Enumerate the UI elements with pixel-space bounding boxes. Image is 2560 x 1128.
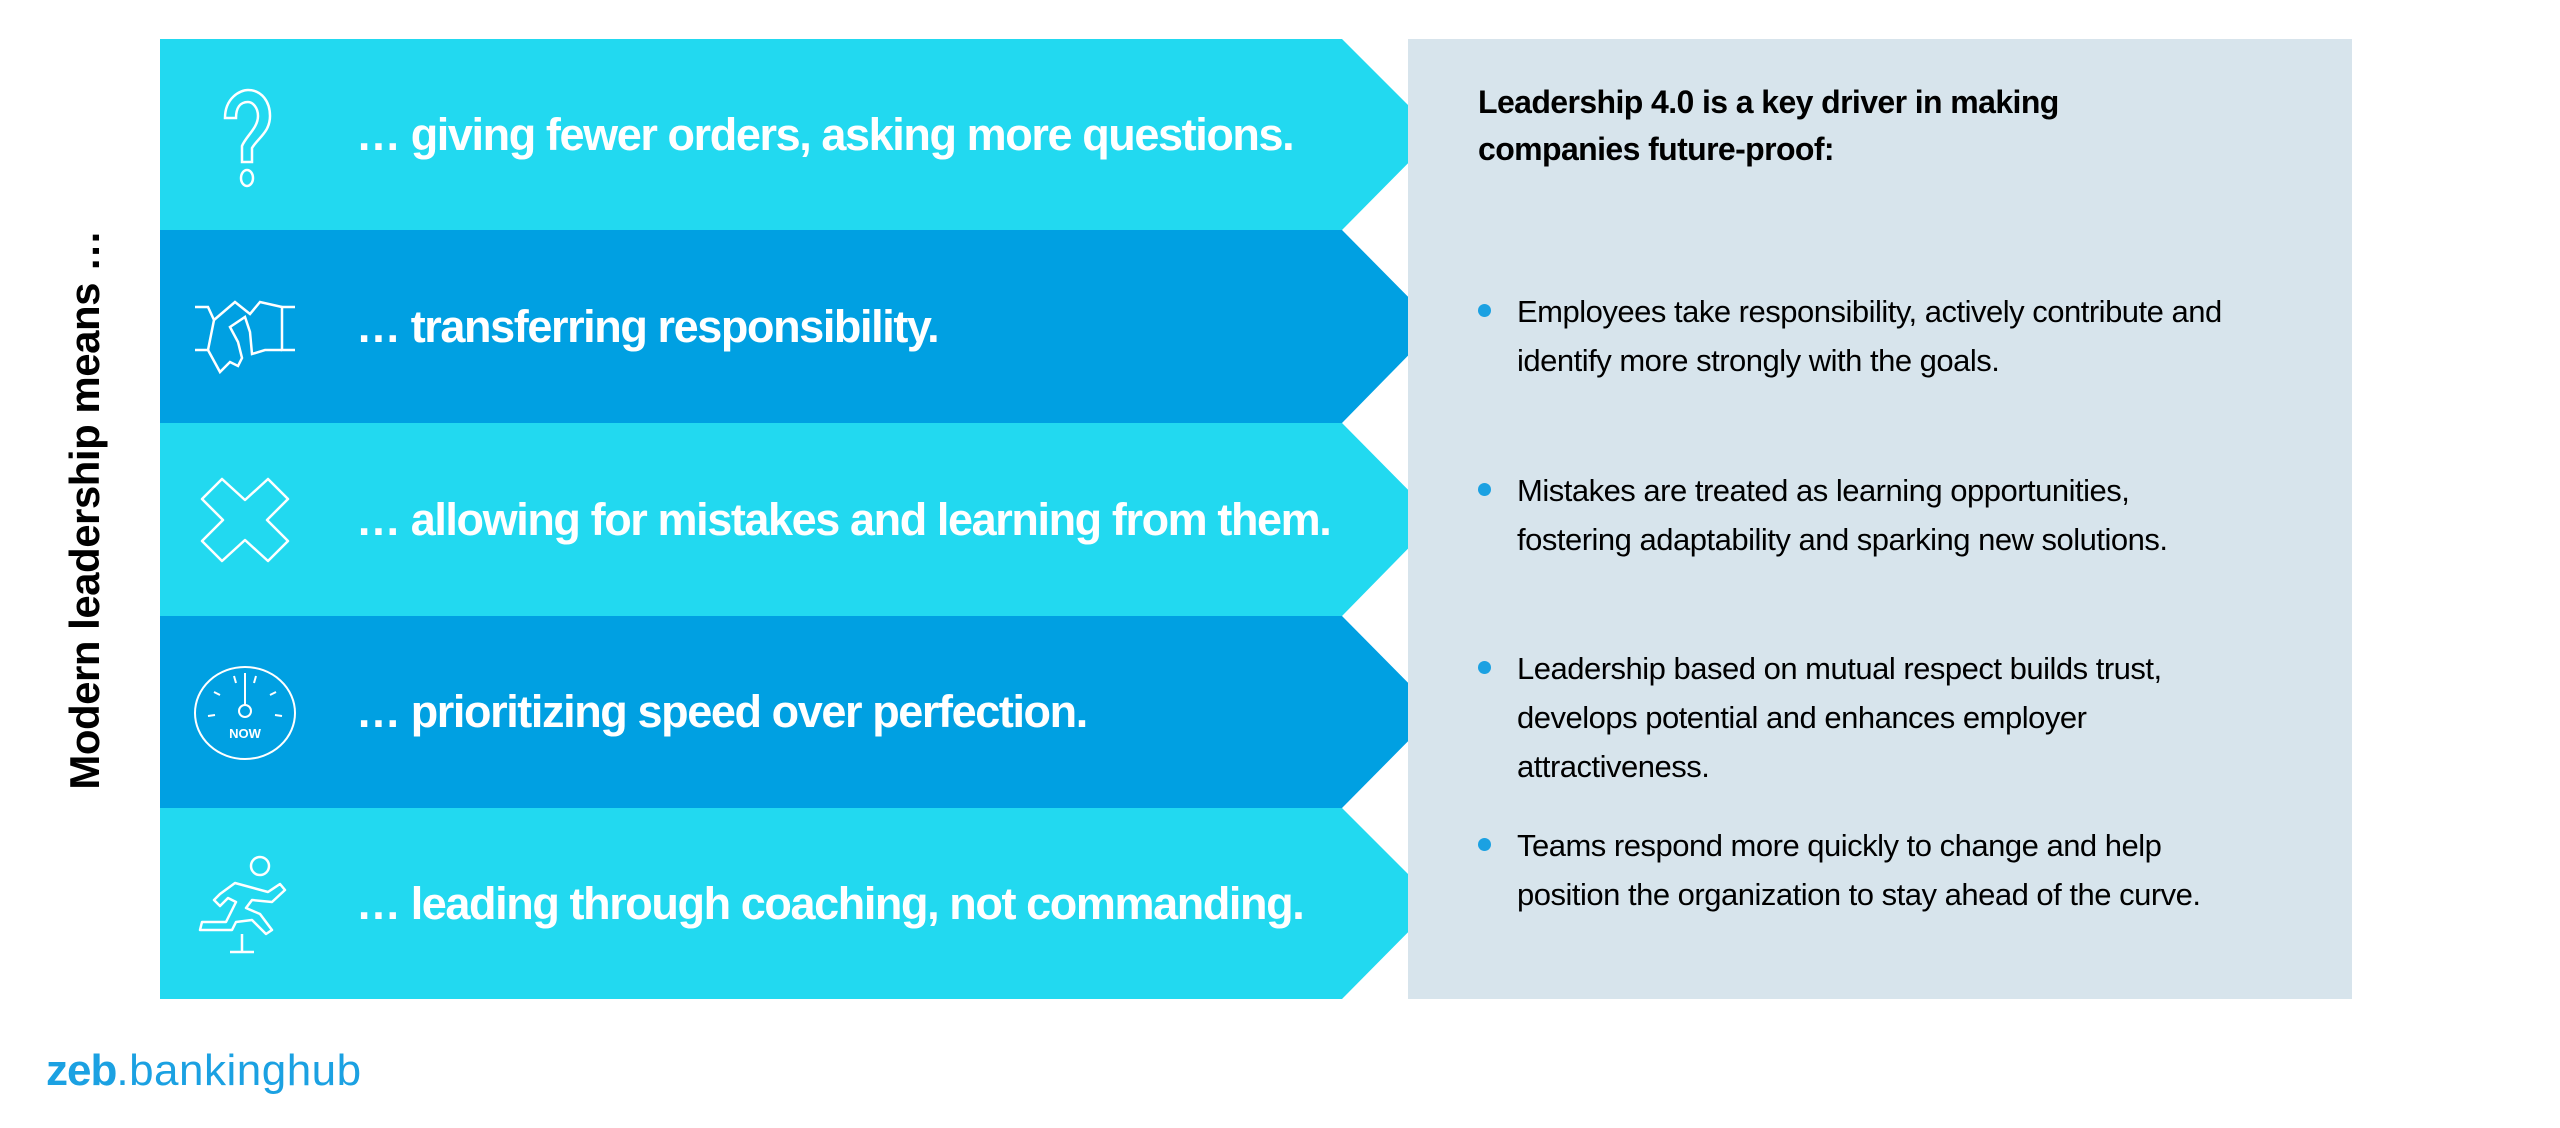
bullet-text: Mistakes are treated as learning opportu…: [1517, 473, 2168, 557]
benefits-panel: Leadership 4.0 is a key driver in making…: [1408, 39, 2352, 999]
bullet-item: Employees take responsibility, actively …: [1478, 287, 2268, 385]
bullet-text: Teams respond more quickly to change and…: [1517, 828, 2201, 912]
band-4: [160, 616, 1437, 808]
bullet-item: Leadership based on mutual respect build…: [1478, 644, 2268, 791]
svg-text:NOW: NOW: [229, 726, 262, 741]
band-3: [160, 423, 1437, 616]
x-cross-icon: [200, 477, 290, 563]
bullet-text: Employees take responsibility, actively …: [1517, 294, 2222, 378]
item-4-text: … prioritizing speed over perfection.: [356, 686, 1088, 737]
zeb-bankinghub-logo: zeb.bankinghub: [46, 1046, 362, 1096]
logo-product: .bankinghub: [116, 1046, 362, 1095]
item-5-text: … leading through coaching, not commandi…: [356, 877, 1305, 929]
panel-title: Leadership 4.0 is a key driver in making…: [1478, 84, 2059, 167]
handshake-icon: [195, 300, 295, 375]
item-3-text: … allowing for mistakes and learning fro…: [356, 493, 1332, 545]
item-2-text: … transferring responsibility.: [356, 300, 940, 352]
bullet-text: Leadership based on mutual respect build…: [1517, 651, 2162, 784]
bullet-dot-icon: [1478, 304, 1491, 317]
bullet-dot-icon: [1478, 838, 1491, 851]
bullet-dot-icon: [1478, 661, 1491, 674]
band-2: [160, 230, 1437, 423]
logo-brand: zeb: [46, 1046, 117, 1095]
side-label: Modern leadership means …: [61, 230, 108, 790]
item-1-text: … giving fewer orders, asking more quest…: [356, 108, 1295, 160]
bullet-item: Mistakes are treated as learning opportu…: [1478, 466, 2268, 564]
question-mark-icon: [223, 88, 272, 188]
stopwatch-now-icon: NOW: [194, 666, 296, 760]
bullet-dot-icon: [1478, 483, 1491, 496]
bullet-item: Teams respond more quickly to change and…: [1478, 821, 2268, 919]
runner-hurdle-icon: [198, 855, 287, 954]
band-1: [160, 39, 1437, 230]
band-5: [160, 808, 1437, 999]
